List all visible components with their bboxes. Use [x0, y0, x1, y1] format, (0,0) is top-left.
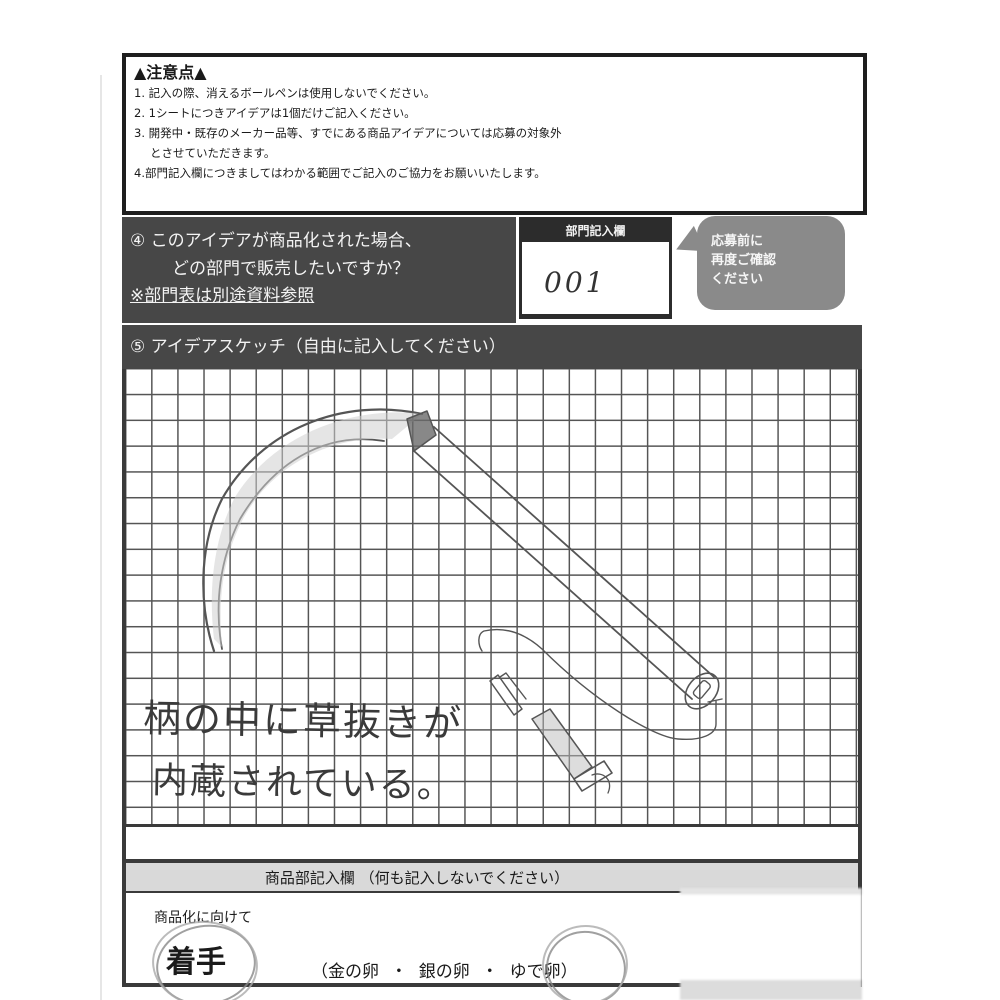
- status-started: 着手: [166, 945, 226, 980]
- hand-drawn-circle-icon: [538, 920, 632, 1000]
- sickle-sketch-icon: [202, 408, 723, 794]
- product-dept-subheading: 商品化に向けて: [154, 910, 252, 926]
- department-entry-header: 部門記入欄: [565, 224, 626, 238]
- handwritten-note-line-2: 内蔵されている。: [151, 760, 456, 807]
- reminder-line: ください: [711, 272, 764, 287]
- question-line-2: どの部門で販売したいですか？: [172, 259, 410, 279]
- notice-box: ▲注意点▲ 1. 記入の際、消えるボールペンは使用しないでください。 2. 1シ…: [122, 53, 867, 215]
- sketch-grid-area[interactable]: [122, 369, 862, 827]
- redacted-area: [680, 888, 862, 1000]
- sketch-bottom-strip: [122, 827, 862, 859]
- reminder-speech-bubble: 応募前に 再度ご確認 ください: [697, 216, 845, 310]
- product-dept-header: 商品部記入欄 （何も記入しないでください）: [126, 863, 858, 893]
- handwritten-note-line-1: 柄の中に草抜きが: [142, 696, 464, 746]
- notice-item-continued: とさせていただきます。: [150, 146, 276, 160]
- notice-item: 4.部門記入欄につきましてはわかる範囲でご記入のご協力をお願いいたします。: [134, 166, 546, 180]
- notice-item: 1. 記入の際、消えるボールペンは使用しないでください。: [134, 86, 436, 100]
- reminder-line: 応募前に: [711, 234, 764, 249]
- department-entry-field[interactable]: 001: [522, 242, 669, 314]
- notice-item: 3. 開発中・既存のメーカー品等、すでにある商品アイデアについては応募の対象外: [134, 126, 562, 140]
- question-line-1: ④ このアイデアが商品化された場合、: [130, 231, 422, 251]
- section-5-header: ⑤ アイデアスケッチ（自由に記入してください）: [122, 325, 862, 369]
- page-edge: [100, 75, 102, 1000]
- department-table-note: ※部門表は別途資料参照: [130, 286, 315, 306]
- section-4-question: ④ このアイデアが商品化された場合、 どの部門で販売したいですか？ ※部門表は別…: [122, 217, 516, 323]
- department-entry-value: 001: [544, 266, 607, 299]
- rating-options: （金の卵 ・ 銀の卵 ・ ゆで卵）: [311, 962, 578, 982]
- notice-title: ▲注意点▲: [134, 63, 207, 82]
- reminder-line: 再度ご確認: [711, 253, 777, 268]
- notice-item: 2. 1シートにつきアイデアは1個だけご記入ください。: [134, 106, 416, 120]
- department-entry-box: 部門記入欄 001: [519, 217, 672, 319]
